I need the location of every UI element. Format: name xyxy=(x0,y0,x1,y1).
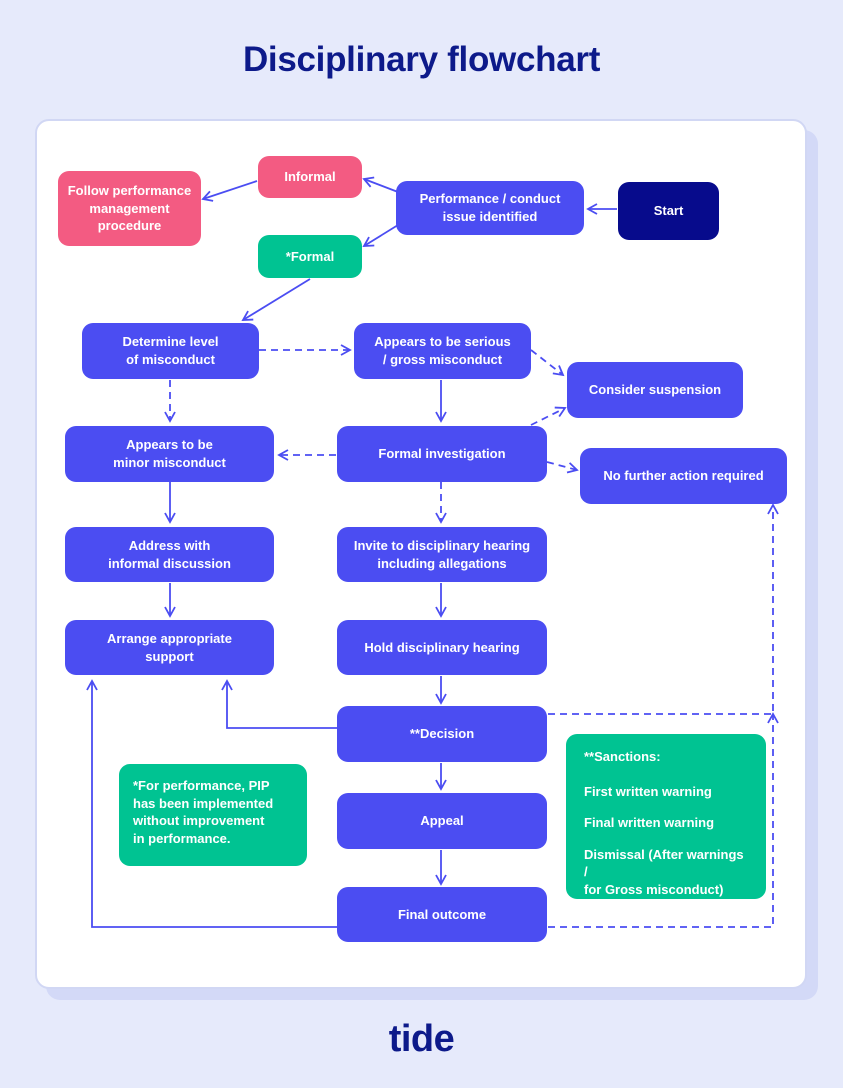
arrow-decision-to-support xyxy=(221,679,337,729)
arrow-issue-to-formal xyxy=(362,224,399,247)
issue-identified-node: Performance / conduct issue identified xyxy=(396,181,584,235)
arrow-issue-to-informal xyxy=(362,176,399,193)
formal-node: *Formal xyxy=(258,235,362,278)
arrow-serious-to-suspension xyxy=(530,349,565,377)
arrow-formal-to-determine xyxy=(241,278,311,321)
page-title: Disciplinary flowchart xyxy=(242,40,601,79)
appeal-node: Appeal xyxy=(337,793,547,849)
sanction-item: First written warning xyxy=(584,783,712,799)
sanctions-title: **Sanctions: xyxy=(584,749,661,764)
arrow-investigation-to-no-action xyxy=(546,461,579,474)
arrow-decision-to-no-action xyxy=(548,503,779,715)
invite-hearing-node: Invite to disciplinary hearing including… xyxy=(337,527,547,582)
arrow-final-to-no-action xyxy=(548,712,779,928)
arrow-informal-to-procedure xyxy=(201,180,258,202)
formal-investigation-node: Formal investigation xyxy=(337,426,547,482)
consider-suspension-node: Consider suspension xyxy=(567,362,743,418)
arrow-final-to-support xyxy=(86,679,337,928)
arrow-investigation-to-suspension xyxy=(530,406,567,426)
decision-node: **Decision xyxy=(337,706,547,762)
formal-footnote-text: *For performance, PIP has been implement… xyxy=(133,778,274,846)
determine-level-node: Determine level of misconduct xyxy=(82,323,259,379)
informal-discussion-node: Address with informal discussion xyxy=(65,527,274,582)
sanction-item: Final written warning xyxy=(584,815,715,831)
sanctions-note: **Sanctions: First written warning Final… xyxy=(566,734,766,899)
informal-node: Informal xyxy=(258,156,362,198)
formal-footnote: *For performance, PIP has been implement… xyxy=(119,764,307,866)
serious-misconduct-node: Appears to be serious / gross misconduct xyxy=(354,323,531,379)
start-node: Start xyxy=(618,182,719,240)
hold-hearing-node: Hold disciplinary hearing xyxy=(337,620,547,675)
minor-misconduct-node: Appears to be minor misconduct xyxy=(65,426,274,482)
final-outcome-node: Final outcome xyxy=(337,887,547,942)
sanction-item: Dismissal (After warnings / for Gross mi… xyxy=(584,846,744,897)
no-further-action-node: No further action required xyxy=(580,448,787,504)
arrange-support-node: Arrange appropriate support xyxy=(65,620,274,675)
follow-procedure-node: Follow performance management procedure xyxy=(58,171,201,246)
tide-logo: tide xyxy=(388,1018,455,1060)
